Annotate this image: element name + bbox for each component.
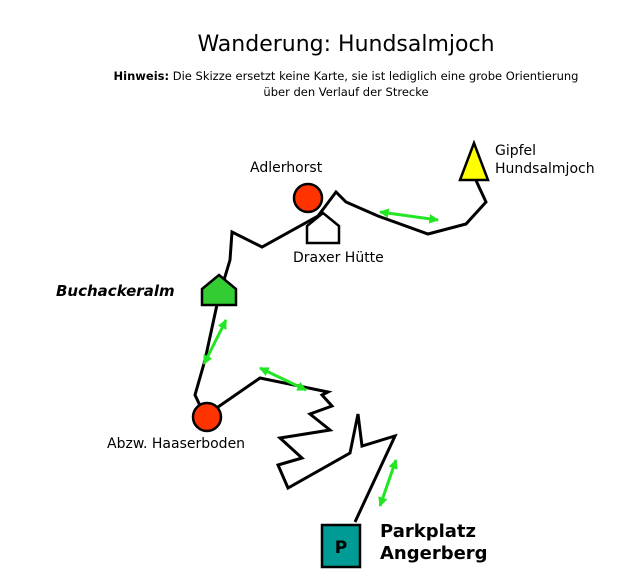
parking-icon — [320, 523, 362, 569]
page-title: Wanderung: Hundsalmjoch — [197, 32, 495, 57]
label-gipfel-line2: Hundsalmjoch — [495, 161, 595, 177]
buchackeralm-house-icon — [200, 273, 238, 307]
parking-letter: P — [335, 538, 347, 558]
haaserboden-circle-icon — [191, 401, 223, 433]
direction-arrow — [202, 319, 228, 365]
label-parkplatz: Parkplatz Angerberg — [380, 521, 488, 565]
label-adlerhorst: Adlerhorst — [250, 160, 323, 176]
hint-text: Die Skizze ersetzt keine Karte, sie ist … — [172, 69, 579, 99]
route-line — [193, 173, 488, 523]
draxer-house-icon — [305, 211, 341, 245]
direction-arrow — [379, 208, 439, 224]
label-parkplatz-line1: Parkplatz — [380, 521, 476, 542]
label-gipfel-line1: Gipfel — [495, 143, 537, 159]
label-parkplatz-line2: Angerberg — [380, 543, 488, 564]
hint-label: Hinweis: — [113, 69, 170, 83]
label-haaserboden: Abzw. Haaserboden — [107, 436, 246, 452]
label-buchackeralm: Buchackeralm — [56, 282, 175, 300]
adlerhorst-circle-icon — [292, 182, 324, 214]
direction-arrow — [378, 459, 398, 507]
direction-arrow — [259, 366, 307, 392]
summit-triangle-icon — [458, 139, 490, 182]
hint-note: Hinweis: Die Skizze ersetzt keine Karte,… — [100, 68, 592, 100]
label-gipfel: Gipfel Hundsalmjoch — [495, 142, 595, 178]
label-draxer-huette: Draxer Hütte — [293, 250, 384, 266]
